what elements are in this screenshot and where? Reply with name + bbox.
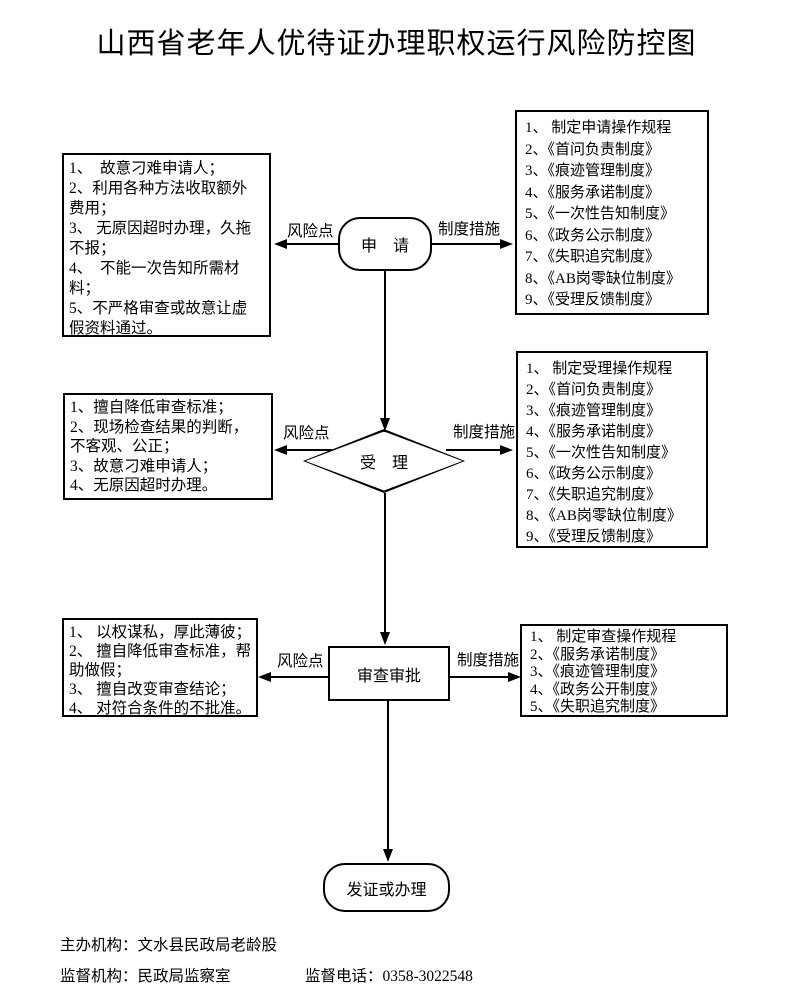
text-line: 3、《痕迹管理制度》 [526, 403, 662, 419]
connector-arrowhead-accept [380, 418, 390, 431]
text-line: 1、 制定申请操作规程 [525, 120, 672, 136]
text-line: 2、现场检查结果的判断， [70, 418, 249, 436]
text-line: 费用； [69, 200, 116, 217]
text-line: 1、 制定审查操作规程 [530, 629, 677, 645]
risk-arrow-label-review: 风险点 [277, 653, 324, 670]
text-line: 3、 擅自改变审查结论； [69, 681, 236, 698]
text-line: 2、《服务承诺制度》 [530, 646, 666, 663]
risk-box-review: 1、 以权谋私，厚此薄彼； 2、 擅自降低审查标准，帮助做假； 3、 擅自改变审查结… [62, 618, 258, 717]
text-line: 2、《首问负责制度》 [526, 382, 662, 398]
text-line: 4、 对符合条件的不批准。 [69, 700, 252, 717]
measure-arrow-label-review: 制度措施 [457, 652, 520, 669]
text-line: 1、擅自降低审查标准； [70, 399, 233, 416]
measure-arrow-accept [446, 449, 502, 451]
connector-review-issue [387, 701, 389, 851]
connector-accept-review [384, 493, 386, 634]
risk-arrow-label-apply: 风险点 [287, 223, 334, 240]
text-line: 助做假； [69, 662, 132, 679]
text-line: 3、《痕迹管理制度》 [525, 163, 661, 179]
text-line: 料； [69, 280, 101, 297]
text-line: 2、利用各种方法收取额外 [69, 180, 248, 197]
text-line: 5、不严格审查或故意让虚 [69, 300, 248, 317]
connector-arrowhead-issue [383, 849, 393, 862]
text-line: 4、 不能一次告知所需材 [69, 260, 240, 277]
flow-node-issue: 发证或办理 [323, 863, 450, 912]
text-line: 2、《首问负责制度》 [525, 141, 661, 158]
risk-arrowhead-accept [274, 445, 287, 455]
risk-arrow-apply [284, 243, 338, 245]
text-line: 4、《服务承诺制度》 [526, 424, 662, 440]
text-line: 8、《AB岗零缺位制度》 [526, 508, 682, 524]
text-line: 4、无原因超时办理。 [70, 477, 218, 494]
risk-arrow-review [268, 676, 328, 678]
text-line: 7、《失职追究制度》 [525, 249, 661, 265]
text-line: 4、《服务承诺制度》 [525, 184, 661, 201]
flow-node-accept: 受 理 [359, 455, 408, 472]
footer-supervisor: 监督机构：民政局监察室 [60, 968, 231, 985]
risk-arrow-label-accept: 风险点 [283, 425, 330, 442]
page-title: 山西省老年人优待证办理职权运行风险防控图 [96, 28, 697, 60]
text-line: 不报； [69, 240, 116, 257]
measure-box-apply: 1、 制定申请操作规程 2、《首问负责制度》 3、《痕迹管理制度》 4、《服务承诺制度… [515, 110, 709, 315]
risk-arrow-accept [284, 449, 332, 451]
text-line: 假资料通过。 [69, 320, 163, 337]
text-line: 9、《受理反馈制度》 [526, 529, 662, 545]
footer-phone: 监督电话：0358-3022548 [305, 968, 473, 985]
footer-organizer: 主办机构：文水县民政局老龄股 [60, 937, 278, 954]
risk-box-accept: 1、擅自降低审查标准； 2、现场检查结果的判断， 不客观、公正； 3、故意刁难申请人；… [63, 393, 273, 500]
text-line: 6、《政务公示制度》 [526, 466, 662, 482]
measure-arrow-apply [432, 243, 502, 245]
text-line: 9、《受理反馈制度》 [525, 292, 661, 308]
risk-arrowhead-apply [274, 239, 287, 249]
measure-arrow-label-accept: 制度措施 [453, 424, 516, 441]
flow-node-review: 审查审批 [328, 646, 450, 701]
flow-node-apply: 申 请 [338, 217, 432, 271]
text-line: 不客观、公正； [70, 438, 179, 455]
measure-arrowhead-apply [500, 239, 513, 249]
text-line: 4、《政务公开制度》 [530, 681, 666, 698]
text-line: 1、 故意刁难申请人； [69, 160, 225, 177]
risk-arrowhead-review [258, 672, 271, 682]
risk-box-apply: 1、 故意刁难申请人； 2、利用各种方法收取额外费用； 3、 无原因超时办理，久拖不… [62, 153, 271, 337]
text-line: 6、《政务公示制度》 [525, 227, 661, 244]
text-line: 1、 以权谋私，厚此薄彼； [69, 624, 252, 641]
text-line: 7、《失职追究制度》 [526, 487, 662, 503]
measure-arrowhead-accept [500, 445, 513, 455]
text-line: 8、《AB岗零缺位制度》 [525, 270, 681, 287]
connector-arrowhead-review [380, 632, 390, 645]
text-line: 5、《一次性告知制度》 [525, 206, 676, 222]
text-line: 3、 无原因超时办理，久拖 [69, 220, 252, 237]
connector-apply-accept [384, 271, 386, 420]
text-line: 2、 擅自降低审查标准，帮 [69, 643, 252, 660]
measure-arrow-review [450, 676, 510, 678]
text-line: 5、《一次性告知制度》 [526, 445, 677, 461]
text-line: 3、故意刁难申请人； [70, 457, 218, 475]
text-line: 3、《痕迹管理制度》 [530, 664, 666, 680]
measure-arrow-label-apply: 制度措施 [438, 221, 501, 238]
text-line: 1、 制定受理操作规程 [526, 361, 673, 377]
measure-box-accept: 1、 制定受理操作规程 2、《首问负责制度》 3、《痕迹管理制度》 4、《服务承诺制度… [516, 351, 708, 548]
text-line: 5、《失职追究制度》 [530, 699, 666, 715]
measure-arrowhead-review [508, 672, 521, 682]
